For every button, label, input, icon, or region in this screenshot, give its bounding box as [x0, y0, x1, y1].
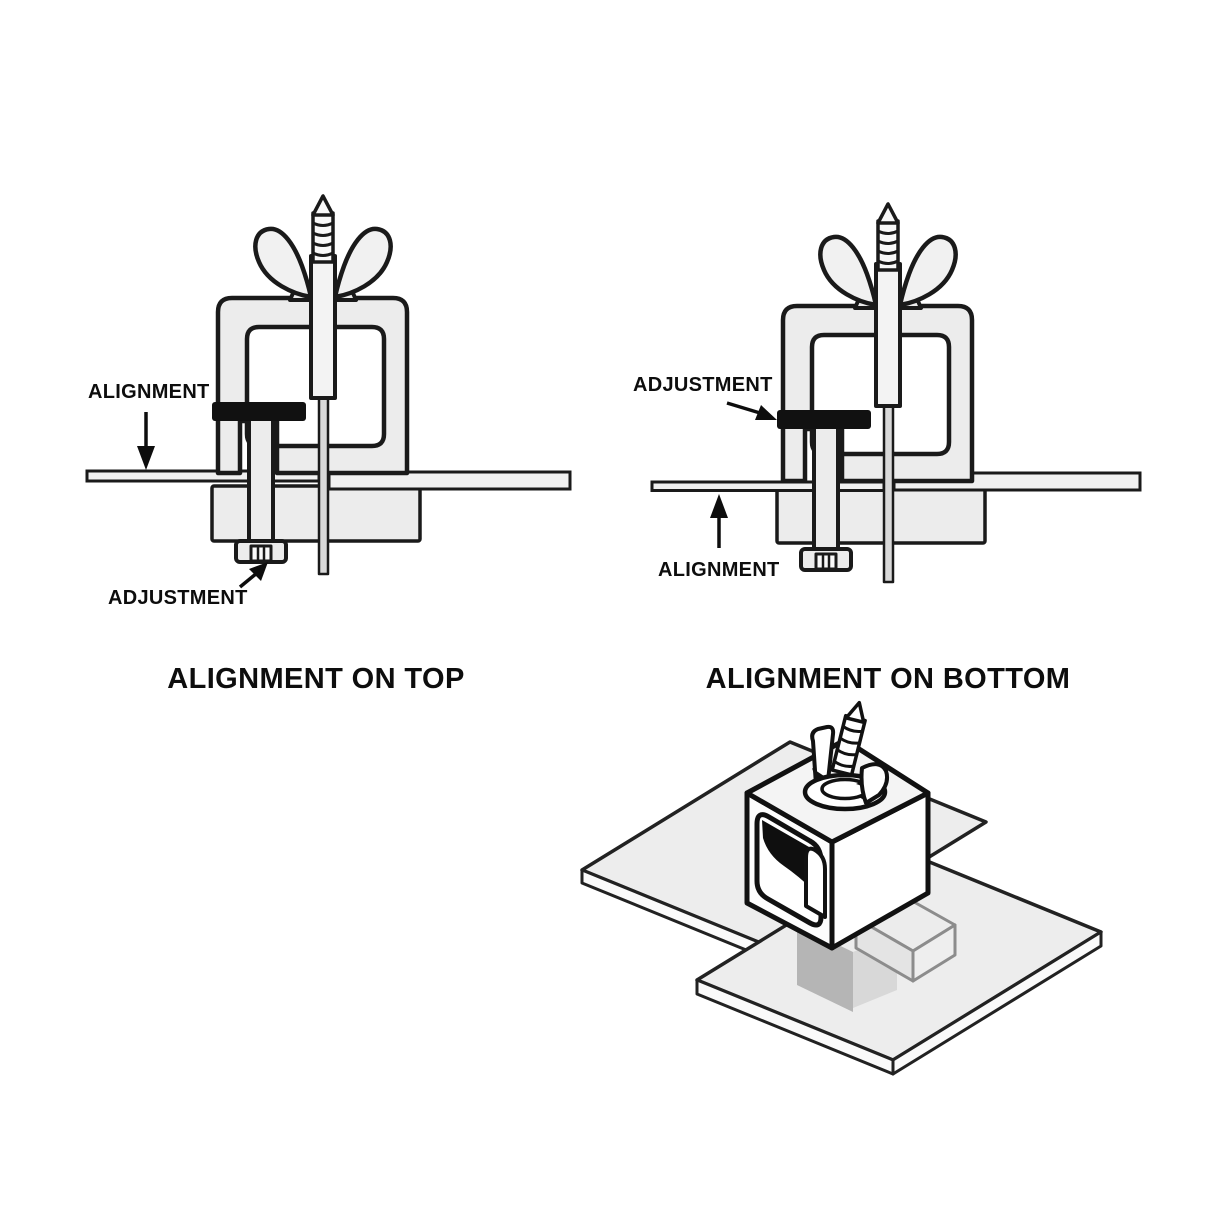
screw-tip-iso — [844, 700, 866, 725]
alignment-arrow-left — [137, 412, 155, 470]
backing-block — [775, 486, 987, 545]
adjustment-label-left: ADJUSTMENT — [108, 587, 248, 609]
adjustment-label-right: ADJUSTMENT — [633, 374, 773, 396]
left-clamp-diagram: ALIGNMENT ADJUSTMENT — [85, 196, 572, 609]
screw-iso — [830, 700, 867, 777]
panel-thin — [650, 480, 886, 492]
alignment-arrow-right — [710, 494, 728, 548]
inner-jaw — [804, 846, 827, 919]
caption-alignment-on-top: ALIGNMENT ON TOP — [167, 663, 464, 695]
backing-block — [210, 484, 422, 543]
alignment-label-right: ALIGNMENT — [658, 559, 780, 581]
alignment-label-left: ALIGNMENT — [88, 381, 210, 403]
wing-nut-iso — [802, 700, 890, 812]
isometric-clamp-view — [580, 700, 1103, 1076]
caption-alignment-on-bottom: ALIGNMENT ON BOTTOM — [706, 663, 1071, 695]
right-clamp-diagram: ADJUSTMENT ALIGNMENT — [633, 204, 1142, 582]
adjustment-arrow-right — [726, 401, 777, 420]
adjustment-arrow-left — [238, 562, 268, 589]
cavity-shadow — [762, 820, 816, 893]
wing-right-iso — [859, 762, 890, 805]
wing-left-iso — [810, 724, 836, 787]
